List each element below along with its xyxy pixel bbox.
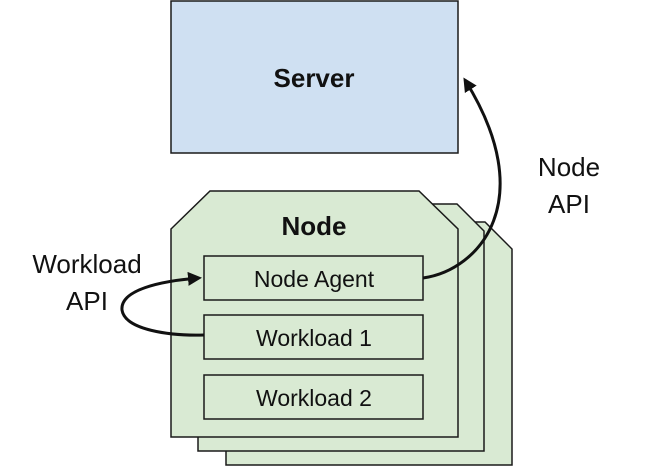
workload-2-box: [203, 374, 424, 420]
workload-api-label-line1: Workload: [32, 249, 141, 279]
workload-1-label: Workload 1: [256, 325, 372, 351]
workload-1-box: [203, 314, 424, 360]
node-api-label-line1: Node: [538, 152, 600, 182]
server-box: [170, 0, 459, 154]
node-agent-label: Node Agent: [254, 266, 375, 292]
node-title: Node: [282, 211, 347, 241]
node-api-label-line2: API: [548, 189, 590, 219]
node-api-arrow: [422, 77, 502, 280]
workload-api-label-line2: API: [66, 286, 108, 316]
workload-2-label: Workload 2: [256, 385, 372, 411]
node-agent-box: [203, 255, 424, 301]
server-label: Server: [274, 63, 355, 93]
workload-api-arrow: [120, 271, 205, 337]
